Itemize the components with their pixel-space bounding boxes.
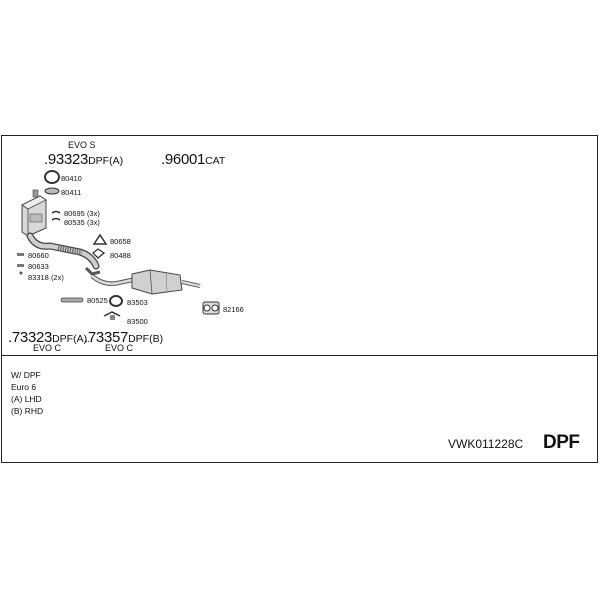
- note-line: (B) RHD: [11, 406, 44, 416]
- callout-83318: 83318 (2x): [28, 273, 64, 282]
- part-73323-number: 73323: [11, 329, 53, 346]
- dpf-unit-icon: [21, 189, 47, 237]
- rubber-hanger-icon: [103, 311, 121, 320]
- ring-clamp-icon: [44, 170, 60, 184]
- gasket-icon: [92, 233, 108, 245]
- callout-80410: 80410: [61, 174, 82, 183]
- flex-pipe-icon: [26, 232, 100, 270]
- clip-icon: [51, 210, 61, 221]
- callout-80633: 80633: [28, 262, 49, 271]
- gasket-icon: [92, 248, 106, 259]
- callout-80535: 80535 (3x): [64, 218, 100, 227]
- kit-type: DPF: [543, 432, 580, 453]
- section-divider: [1, 355, 598, 356]
- kit-code: VWK011228C: [448, 437, 524, 451]
- callout-80660: 80660: [28, 251, 49, 260]
- gasket-icon: [60, 297, 84, 303]
- callout-80525: 80525: [87, 296, 108, 305]
- note-line: W/ DPF: [11, 370, 41, 380]
- evo-c-label-2: EVO C: [105, 343, 134, 353]
- callout-83503: 83503: [127, 298, 148, 307]
- part-96001-label: .96001CAT: [161, 151, 226, 168]
- callout-80488: 80488: [110, 251, 131, 260]
- ring-clamp-icon: [109, 295, 123, 307]
- evo-c-label-1: EVO C: [33, 343, 62, 353]
- part-96001-number: 96001: [164, 151, 206, 168]
- part-73357-label: .73357DPF(B): [84, 329, 164, 346]
- part-93323-label: .93323DPF(A): [44, 151, 124, 168]
- gasket-icon: [44, 187, 60, 195]
- note-line: Euro 6: [11, 382, 37, 392]
- part-73357-number: 73357: [87, 329, 129, 346]
- callout-80658: 80658: [110, 237, 131, 246]
- callout-80695: 80695 (3x): [64, 209, 100, 218]
- part-96001-suffix: CAT: [205, 155, 226, 167]
- evo-s-label: EVO S: [68, 140, 96, 150]
- note-line: (A) LHD: [11, 394, 42, 404]
- callout-83500: 83500: [127, 317, 148, 326]
- catalytic-converter-icon: [84, 266, 201, 295]
- rubber-hanger-icon: [202, 301, 220, 315]
- callout-82166: 82166: [223, 305, 244, 314]
- part-93323-suffix: DPF(A): [88, 155, 124, 167]
- part-93323-number: 93323: [47, 151, 89, 168]
- part-73357-suffix: DPF(B): [128, 333, 164, 345]
- callout-80411: 80411: [61, 188, 82, 197]
- part-73323-suffix: DPF(A).: [52, 333, 91, 345]
- part-73323-label: .73323DPF(A).: [8, 329, 91, 346]
- bolt-icon: [17, 253, 24, 275]
- diagram-frame: [1, 135, 598, 463]
